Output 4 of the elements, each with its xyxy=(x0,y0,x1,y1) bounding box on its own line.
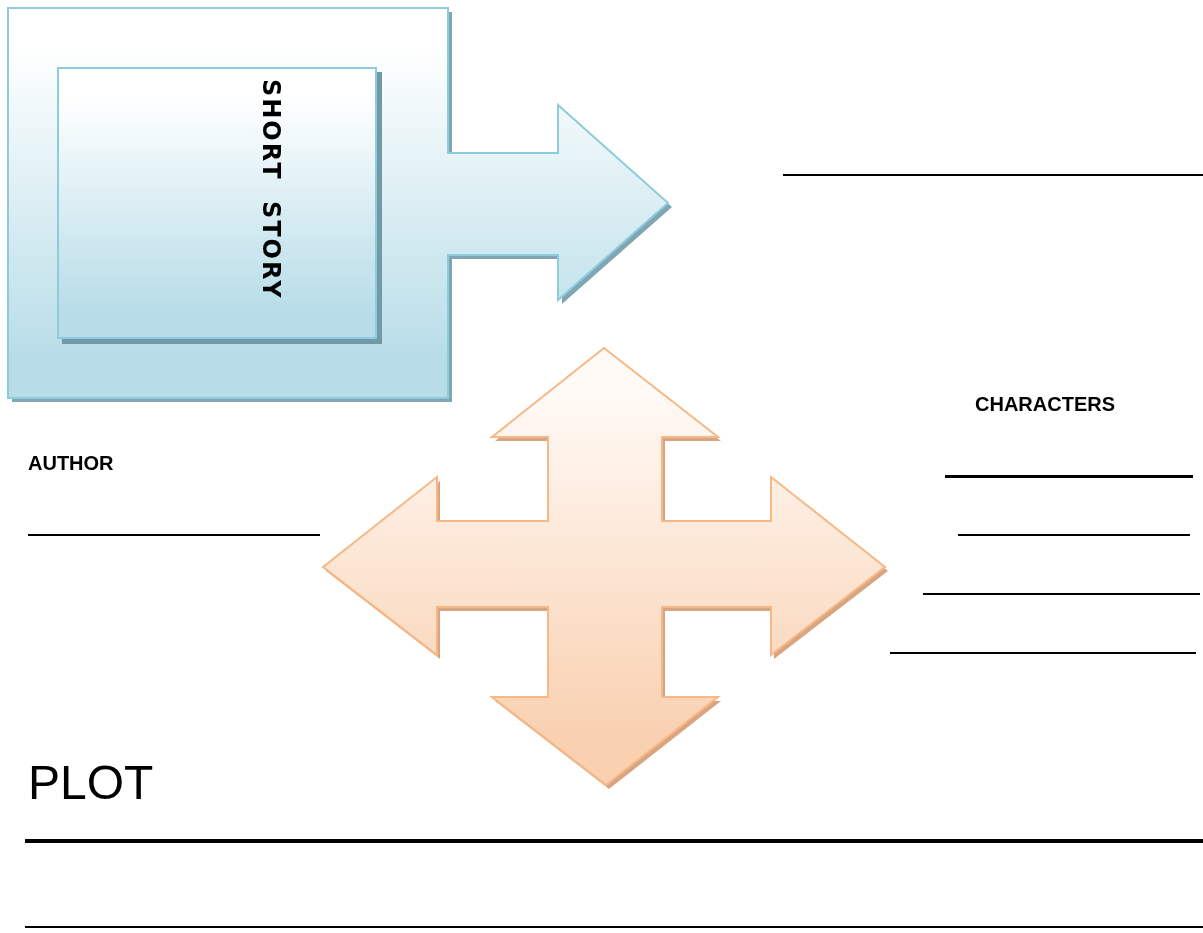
field-label: CHARACTERS xyxy=(975,393,1115,416)
section-heading: PLOT xyxy=(28,755,154,810)
vertical-title: SHORT STORY xyxy=(257,79,285,300)
field-label: AUTHOR xyxy=(28,452,114,475)
